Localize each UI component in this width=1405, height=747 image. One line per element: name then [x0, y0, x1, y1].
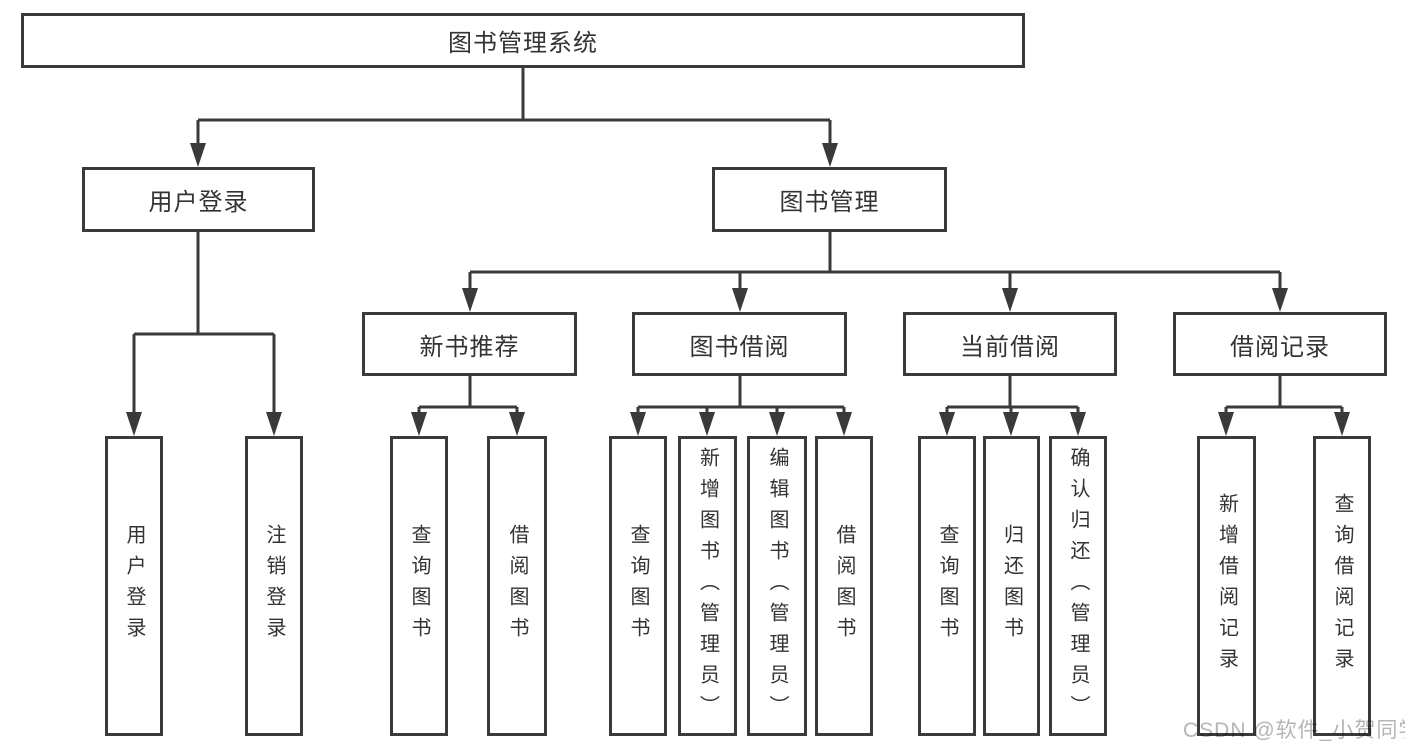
node-book-borrowing: 图书借阅: [632, 312, 847, 376]
leaf-borrow-books-borrowing: 借阅图书: [815, 436, 873, 736]
node-current-borrowing: 当前借阅: [903, 312, 1117, 376]
leaf-return-books: 归还图书: [983, 436, 1040, 736]
node-label: 归还图书: [1000, 524, 1023, 648]
node-label: 确认归还（管理员）: [1067, 446, 1089, 726]
node-label: 图书管理系统: [448, 30, 598, 57]
node-library-management-system: 图书管理系统: [21, 13, 1025, 68]
leaf-query-books-recommend: 查询图书: [390, 436, 448, 736]
arrowhead: [1003, 412, 1019, 436]
leaf-query-books-current: 查询图书: [918, 436, 976, 736]
connector-line: [196, 68, 832, 150]
node-label: 借阅记录: [1230, 333, 1330, 361]
connector-line: [417, 376, 519, 420]
node-label: 新增图书（管理员）: [696, 446, 719, 726]
node-label: 借阅图书: [833, 524, 855, 648]
arrowhead: [1334, 412, 1350, 436]
node-label: 用户登录: [148, 189, 249, 216]
leaf-add-book-admin: 新增图书（管理员）: [678, 436, 737, 736]
node-new-book-recommendation: 新书推荐: [362, 312, 577, 376]
arrowheads: [126, 143, 1350, 436]
node-label: 图书借阅: [689, 333, 790, 361]
connector-line: [468, 232, 1282, 295]
arrowhead: [1272, 288, 1288, 312]
node-label: 当前借阅: [960, 333, 1060, 361]
node-book-management: 图书管理: [712, 167, 947, 232]
arrowhead: [836, 412, 852, 436]
node-label: 图书管理: [779, 189, 880, 216]
node-label: 查询图书: [408, 524, 430, 648]
arrowhead: [822, 143, 838, 167]
arrowhead: [509, 412, 525, 436]
node-label: 查询图书: [627, 524, 649, 648]
arrowhead: [266, 412, 282, 436]
arrowhead: [769, 412, 785, 436]
leaf-query-borrow-record: 查询借阅记录: [1313, 436, 1371, 736]
leaf-confirm-return-admin: 确认归还（管理员）: [1049, 436, 1107, 736]
node-borrowing-records: 借阅记录: [1173, 312, 1387, 376]
arrowhead: [630, 412, 646, 436]
node-label: 借阅图书: [506, 524, 528, 648]
arrowhead: [190, 143, 206, 167]
node-label: 新增借阅记录: [1215, 493, 1238, 679]
leaf-borrow-books-recommend: 借阅图书: [487, 436, 547, 736]
node-label: 新书推荐: [419, 333, 520, 361]
arrowhead: [699, 412, 715, 436]
leaf-user-login: 用户登录: [105, 436, 163, 736]
leaf-logout: 注销登录: [245, 436, 303, 736]
arrowhead: [126, 412, 142, 436]
arrowhead: [462, 288, 478, 312]
arrowhead: [1218, 412, 1234, 436]
node-label: 注销登录: [263, 524, 285, 648]
connector-line: [132, 232, 276, 419]
arrowhead: [732, 288, 748, 312]
connector-lines: [132, 68, 1344, 420]
leaf-edit-book-admin: 编辑图书（管理员）: [747, 436, 807, 736]
leaf-add-borrow-record: 新增借阅记录: [1197, 436, 1256, 736]
node-label: 查询借阅记录: [1331, 493, 1353, 679]
node-user-login: 用户登录: [82, 167, 315, 232]
csdn-watermark: CSDN @软件_小贺同学: [1183, 719, 1405, 742]
arrowhead: [939, 412, 955, 436]
leaf-query-books-borrowing: 查询图书: [609, 436, 667, 736]
arrowhead: [1070, 412, 1086, 436]
connector-line: [636, 376, 846, 420]
arrowhead: [411, 412, 427, 436]
node-label: 查询图书: [936, 524, 958, 648]
node-label: 用户登录: [123, 524, 145, 648]
arrowhead: [1002, 288, 1018, 312]
node-label: 编辑图书（管理员）: [766, 446, 788, 726]
connector-line: [1224, 376, 1344, 420]
